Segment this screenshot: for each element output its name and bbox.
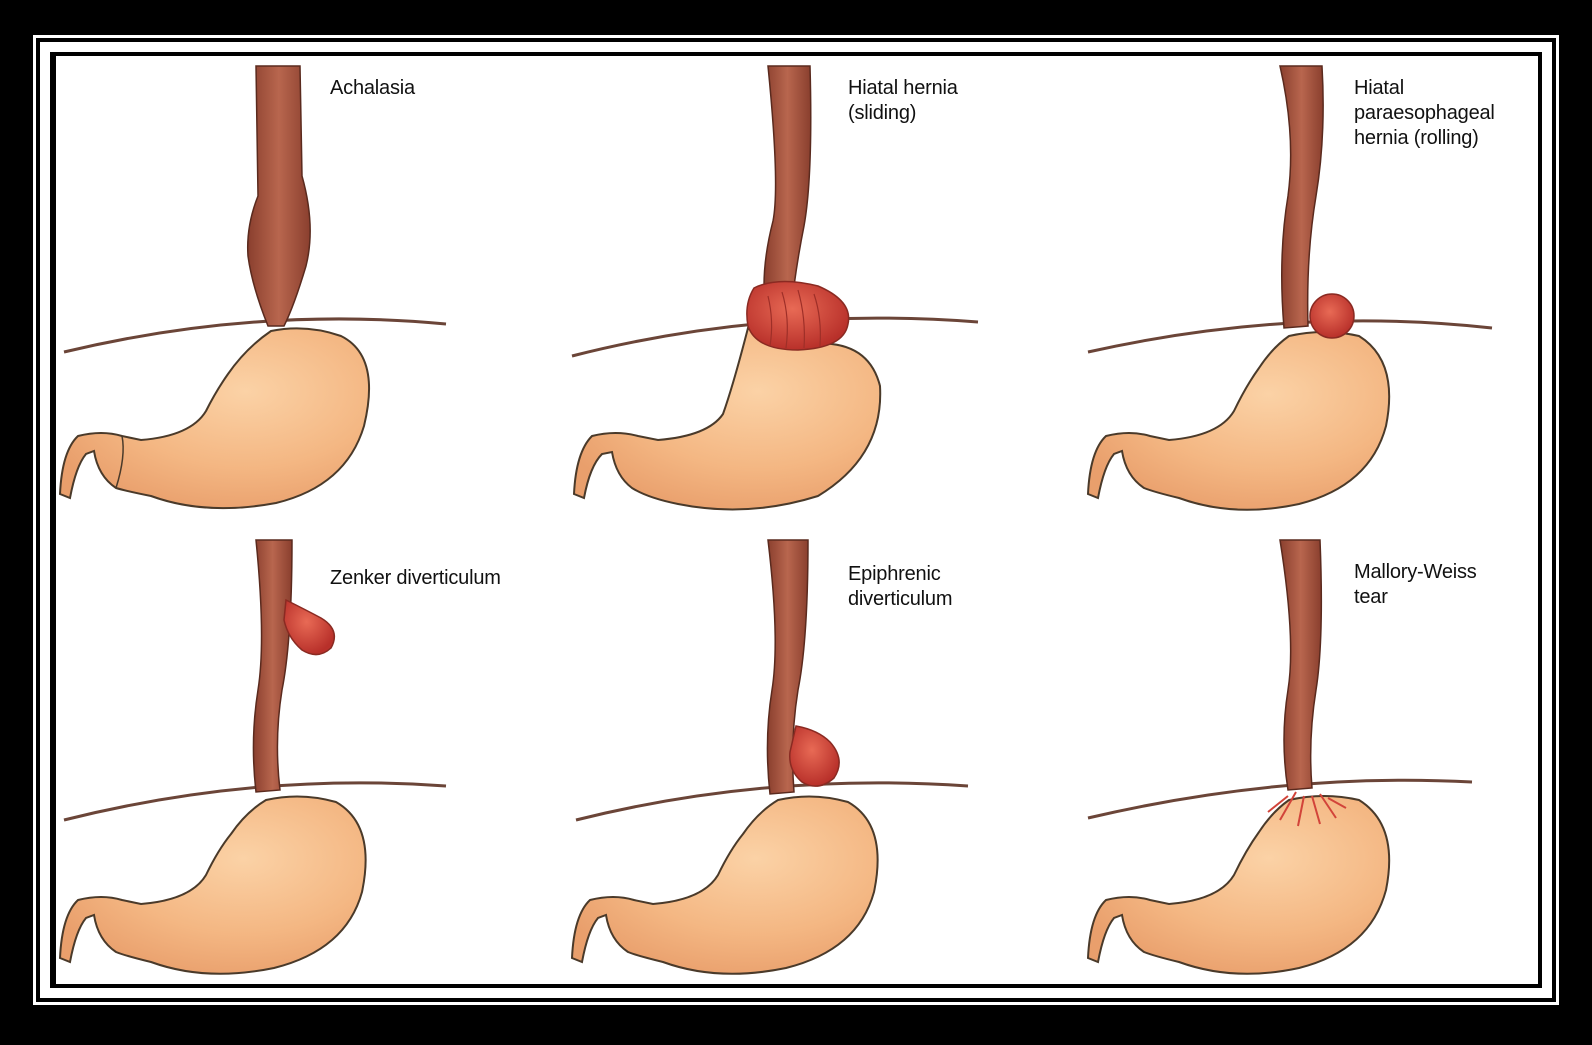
stomach [60,796,366,973]
stomach [1088,796,1389,974]
stomach [574,328,880,509]
stomach [60,328,369,508]
panel-paraesophageal-hernia: Hiatal paraesophageal hernia (rolling) [1084,56,1538,520]
sliding-hernia-illustration [568,56,1062,520]
panel-label-mallory-weiss-tear: Mallory-Weiss tear [1354,560,1477,610]
panel-epiphrenic-diverticulum: Epiphrenic diverticulum [568,520,1062,984]
epiphrenic-pouch [790,726,839,786]
esophagus [1280,540,1321,790]
esophagus [764,66,811,286]
panel-label-zenker-diverticulum: Zenker diverticulum [330,566,501,591]
diagram-canvas: Achalasia Hiatal hernia (sliding) Hiatal… [56,56,1538,984]
herniated-stomach [747,281,849,350]
stomach [1088,332,1389,510]
panel-mallory-weiss-tear: Mallory-Weiss tear [1084,520,1538,984]
stomach [572,796,878,973]
achalasia-illustration [56,56,550,520]
panel-label-epiphrenic-diverticulum: Epiphrenic diverticulum [848,562,952,612]
panel-label-achalasia: Achalasia [330,76,415,101]
panel-label-hiatal-hernia-sliding: Hiatal hernia (sliding) [848,76,958,126]
panel-zenker-diverticulum: Zenker diverticulum [56,520,550,984]
esophagus [253,540,292,792]
panel-hiatal-hernia-sliding: Hiatal hernia (sliding) [568,56,1062,520]
esophagus [248,66,310,326]
panel-achalasia: Achalasia [56,56,550,520]
rolling-hernia-bulge [1310,294,1354,338]
panel-label-paraesophageal-hernia: Hiatal paraesophageal hernia (rolling) [1354,76,1495,151]
esophagus [1280,66,1323,328]
zenker-pouch [284,600,334,655]
epiphrenic-illustration [568,520,1062,984]
